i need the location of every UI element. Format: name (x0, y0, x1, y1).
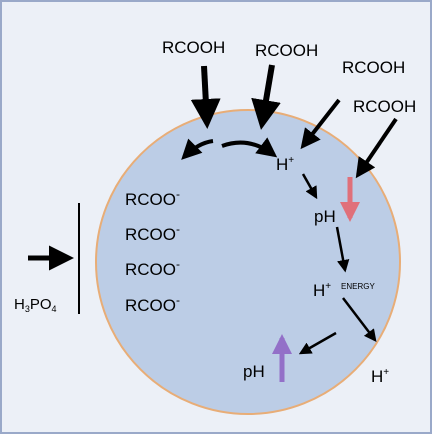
arrow-curve-to-rcoo (181, 138, 214, 160)
label-rcoo-4: RCOO- (125, 293, 180, 315)
cell (95, 109, 401, 415)
label-rcooh-top-right: RCOOH (342, 58, 405, 77)
arrow-curve-to-hplus (221, 137, 278, 158)
arrow-rcooh-right (355, 117, 398, 179)
label-hplus-energy: H+ (313, 281, 331, 300)
label-rcoo-3: RCOO- (125, 257, 180, 279)
arrow-hplus-to-ph (301, 173, 318, 200)
label-rcoo-2: RCOO- (125, 222, 180, 244)
label-h3po4: H3PO4 (14, 296, 57, 314)
arrow-energy-to-ph-lower (298, 331, 337, 355)
label-hplus-outside: H+ (371, 367, 389, 386)
label-rcooh-top-left: RCOOH (162, 38, 225, 57)
arrow-ph-to-hplus-energy (335, 226, 350, 273)
label-rcooh-top-mid: RCOOH (255, 41, 318, 60)
label-rcooh-right: RCOOH (353, 97, 416, 116)
arrow-rcooh-top-right (300, 98, 341, 150)
arrow-rcooh-top-mid (251, 64, 281, 130)
label-ph-lower: pH (243, 362, 265, 381)
arrow-energy-to-outside (342, 297, 377, 342)
label-energy: ENERGY (341, 282, 375, 291)
label-ph-upper: pH (314, 207, 336, 226)
arrow-rcooh-top-left (190, 65, 221, 129)
label-rcoo-1: RCOO- (125, 187, 180, 209)
label-hplus-inside-top: H+ (276, 155, 294, 174)
